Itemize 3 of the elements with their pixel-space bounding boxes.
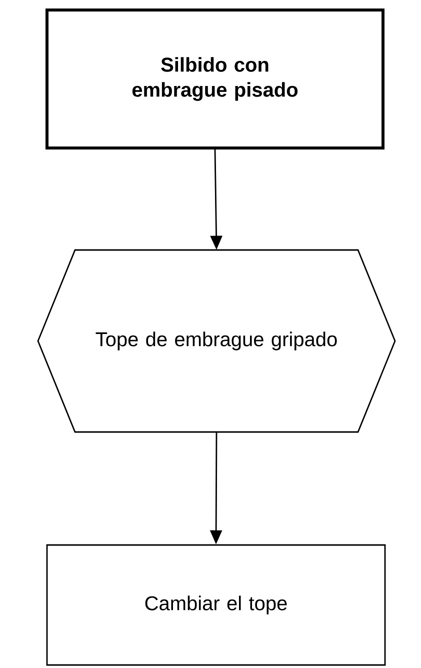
process-box: Cambiar el tope	[46, 544, 386, 666]
hexagon-box: Tope de embrague gripado	[37, 249, 396, 433]
process-box: Silbido con embrague pisado	[46, 8, 384, 150]
